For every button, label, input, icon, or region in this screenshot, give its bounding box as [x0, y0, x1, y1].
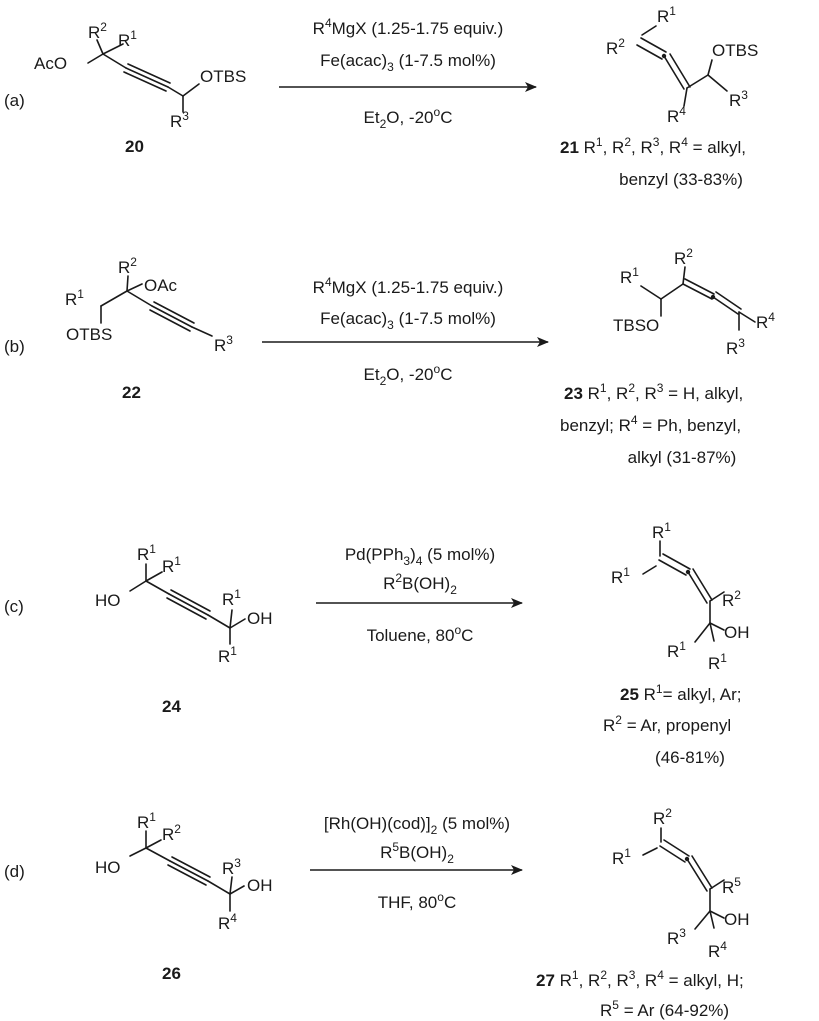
reagent-text: R4MgX (1.25-1.75 equiv.): [313, 275, 504, 297]
reactant-structure: R2 R1 AcO OTBS R3: [34, 20, 246, 131]
product-scope-line: R5 = Ar (64-92%): [600, 998, 729, 1020]
substituent-r1: R1: [222, 587, 241, 609]
compound-number: 22: [122, 383, 141, 402]
substituent-r1: R1: [65, 287, 84, 309]
compound-number: 23: [564, 384, 583, 403]
product-scope-line: benzyl; R4 = Ph, benzyl,: [560, 413, 741, 435]
product-structure: R2 R1 TBSO R4 R3: [613, 246, 775, 358]
otbs-group: TBSO: [613, 316, 659, 335]
conditions-text: Et2O, -20oC: [364, 105, 453, 131]
scheme-label: (d): [4, 862, 25, 881]
scheme-label: (b): [4, 337, 25, 356]
substituent-r1: R1: [611, 565, 630, 587]
scheme-b: (b) R2 OAc R1 OTBS R3 22 R4MgX (1.25-1.7…: [4, 246, 775, 467]
compound-number: 25: [620, 685, 639, 704]
hydroxyl-group: OH: [247, 876, 273, 895]
substituent-r2: R2: [674, 246, 693, 268]
scheme-a: (a) R2 R1 AcO OTBS R3 20 R4MgX (1.25-1.7…: [4, 4, 758, 189]
substituent-r3: R3: [170, 109, 189, 131]
hydroxyl-group: OH: [724, 623, 750, 642]
hydroxyl-group: OH: [724, 910, 750, 929]
substituent-r3: R3: [222, 856, 241, 878]
substituent-r1: R1: [620, 265, 639, 287]
compound-number: 24: [162, 697, 181, 716]
substituent-r3: R3: [729, 88, 748, 110]
product-scope: 27 R1, R2, R3, R4 = alkyl, H;: [536, 968, 744, 990]
substituent-r3: R3: [726, 336, 745, 358]
otbs-group: OTBS: [66, 325, 112, 344]
substituent-r2: R2: [606, 36, 625, 58]
hydroxyl-group: HO: [95, 858, 121, 877]
substituent-r4: R4: [218, 911, 237, 933]
product-structure: R1 R1 R2 OH R1 R1: [611, 520, 750, 673]
compound-number: 20: [125, 137, 144, 156]
substituent-r2: R2: [722, 588, 741, 610]
otbs-group: OTBS: [200, 67, 246, 86]
product-scope-line: (46-81%): [655, 748, 725, 767]
substituent-r3: R3: [214, 333, 233, 355]
compound-number: 26: [162, 964, 181, 983]
scheme-d: (d) R1 R2 HO R3 OH R4 26 [Rh(OH)(cod)]2 …: [4, 806, 750, 1020]
substituent-r1: R1: [137, 542, 156, 564]
product-scope-line: alkyl (31-87%): [628, 448, 737, 467]
compound-number: 21: [560, 138, 579, 157]
hydroxyl-group: HO: [95, 591, 121, 610]
reagent-text: R4MgX (1.25-1.75 equiv.): [313, 16, 504, 38]
substituent-r1: R1: [118, 28, 137, 50]
scheme-label: (c): [4, 597, 24, 616]
reactant-structure: R1 R2 HO R3 OH R4: [95, 810, 273, 933]
substituent-r2: R2: [653, 806, 672, 828]
acetoxy-group: OAc: [144, 276, 178, 295]
substituent-r2: R2: [118, 255, 137, 277]
reactant-structure: R2 OAc R1 OTBS R3: [65, 255, 233, 355]
product-scope: 25 R1= alkyl, Ar;: [620, 682, 742, 704]
catalyst-text: Fe(acac)3 (1-7.5 mol%): [320, 309, 496, 332]
substituent-r1: R1: [162, 554, 181, 576]
reagent-text: R5B(OH)2: [380, 840, 454, 866]
substituent-r1: R1: [137, 810, 156, 832]
conditions-text: Et2O, -20oC: [364, 362, 453, 388]
hydroxyl-group: OH: [247, 609, 273, 628]
product-scope: 23 R1, R2, R3 = H, alkyl,: [564, 381, 743, 403]
substituent-r4: R4: [667, 104, 686, 126]
product-scope-line: R2 = Ar, propenyl: [603, 713, 731, 735]
substituent-r3: R3: [667, 926, 686, 948]
conditions-text: THF, 80oC: [378, 890, 457, 912]
catalyst-text: [Rh(OH)(cod)]2 (5 mol%): [324, 814, 510, 837]
substituent-r1: R1: [612, 846, 631, 868]
product-structure: R1 R2 OTBS R3 R4: [606, 4, 758, 126]
scheme-c: (c) R1 R1 HO R1 OH R1 24 Pd(PPh3)4 (5 mo…: [4, 520, 750, 767]
product-scope: 21 R1, R2, R3, R4 = alkyl,: [560, 135, 746, 157]
reagent-text: R2B(OH)2: [383, 571, 457, 597]
scheme-label: (a): [4, 91, 25, 110]
substituent-r4: R4: [756, 310, 775, 332]
substituent-r1: R1: [667, 639, 686, 661]
substituent-r1: R1: [652, 520, 671, 542]
catalyst-text: Pd(PPh3)4 (5 mol%): [345, 545, 495, 568]
substituent-r1: R1: [708, 651, 727, 673]
substituent-r2: R2: [88, 20, 107, 42]
substituent-r4: R4: [708, 939, 727, 961]
reactant-structure: R1 R1 HO R1 OH R1: [95, 542, 273, 666]
substituent-r1: R1: [218, 644, 237, 666]
product-structure: R2 R1 R5 OH R3 R4: [612, 806, 750, 961]
substituent-r2: R2: [162, 822, 181, 844]
otbs-group: OTBS: [712, 41, 758, 60]
compound-number: 27: [536, 971, 555, 990]
conditions-text: Toluene, 80oC: [367, 623, 474, 645]
product-scope-line: benzyl (33-83%): [619, 170, 743, 189]
substituent-r1: R1: [657, 4, 676, 26]
acetoxy-group: AcO: [34, 54, 67, 73]
substituent-r5: R5: [722, 875, 741, 897]
catalyst-text: Fe(acac)3 (1-7.5 mol%): [320, 51, 496, 74]
